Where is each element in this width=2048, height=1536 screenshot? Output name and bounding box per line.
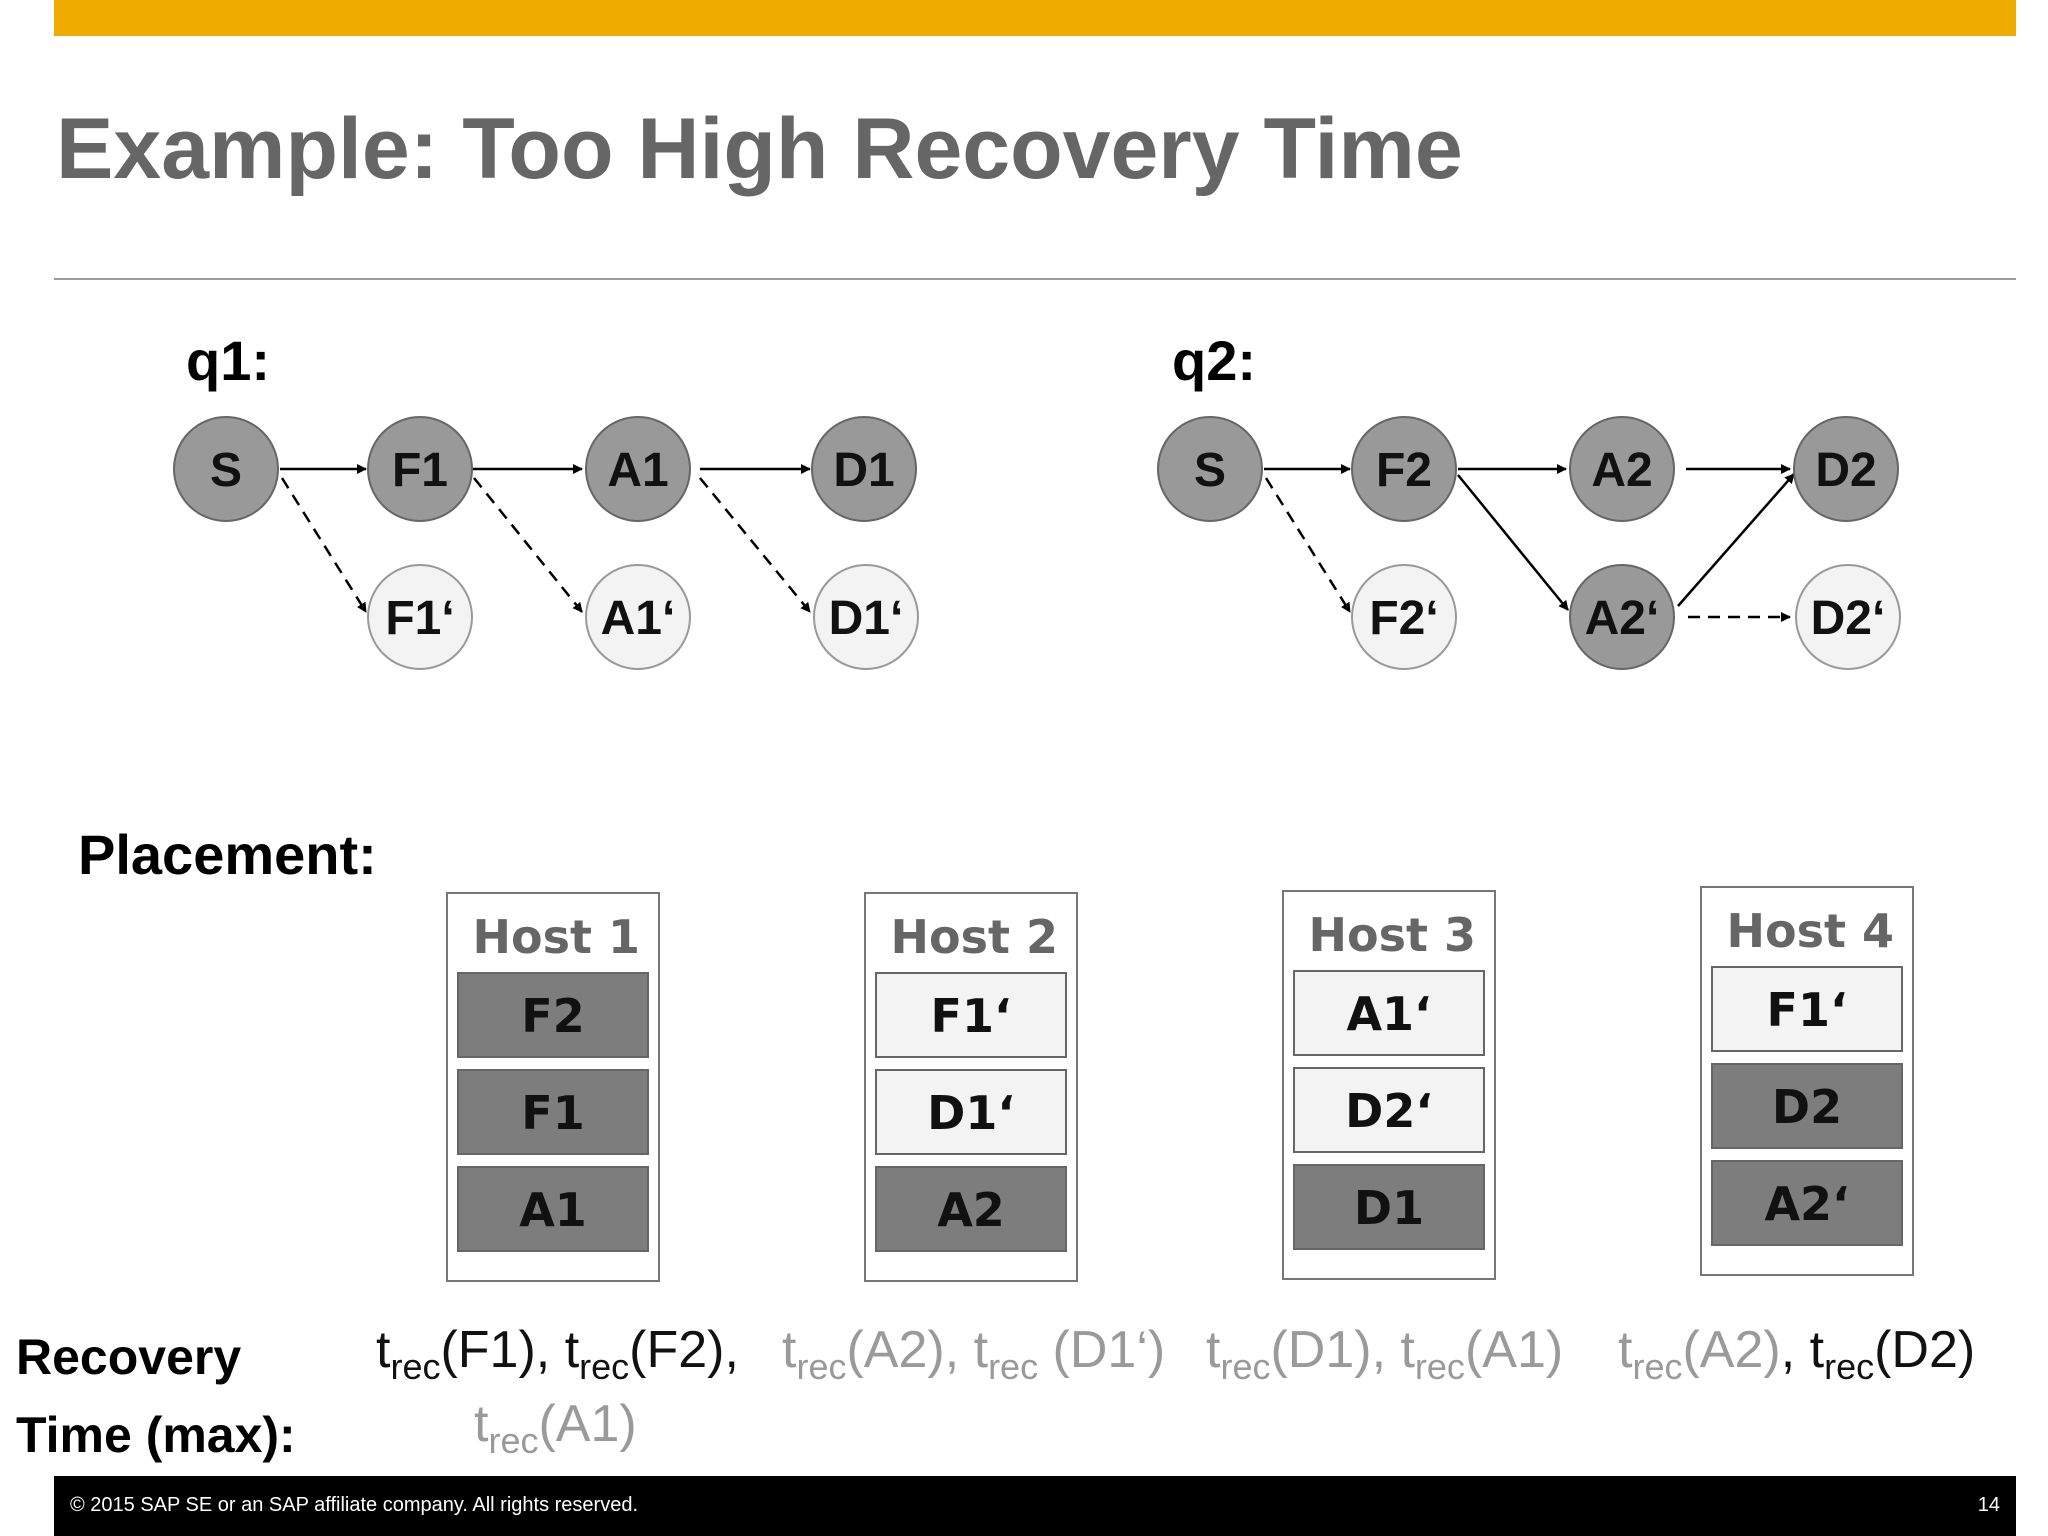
q1-edge-f1-a1prime	[473, 477, 583, 613]
host-slot: D2	[1711, 1063, 1903, 1149]
recovery-host1-line2: trec(A1)	[474, 1395, 637, 1461]
host-3: Host 3 A1‘ D2‘ D1	[1282, 890, 1496, 1280]
footer-bar: © 2015 SAP SE or an SAP affiliate compan…	[54, 1476, 2016, 1536]
host-title: Host 3	[1308, 908, 1477, 962]
q2-node-d2-label: D2	[1815, 444, 1876, 497]
host-slot: F1	[457, 1069, 649, 1155]
host-2: Host 2 F1‘ D1‘ A2	[864, 892, 1078, 1282]
recovery-host1-line1: trec(F1), trec(F2),	[376, 1321, 739, 1387]
recovery-host4: trec(A2), trec(D2)	[1618, 1321, 1976, 1387]
accent-bar	[54, 0, 2016, 36]
q2-node-f2	[1351, 416, 1457, 522]
host-title: Host 4	[1726, 904, 1895, 958]
q2-node-a2	[1569, 416, 1675, 522]
q2-node-f2prime	[1351, 564, 1457, 670]
host-slot: A2‘	[1711, 1160, 1903, 1246]
q1-node-f1prime	[367, 564, 473, 670]
host-slot: D1	[1293, 1164, 1485, 1250]
host-slot: A1‘	[1293, 970, 1485, 1056]
slide-title: Example: Too High Recovery Time	[56, 101, 1463, 197]
q2-label: q2:	[1172, 329, 1256, 392]
host-4: Host 4 F1‘ D2 A2‘	[1700, 886, 1914, 1276]
q1-node-d1	[811, 416, 917, 522]
q1-node-a1prime-label: A1‘	[601, 592, 676, 645]
q1-node-d1-label: D1	[833, 444, 894, 497]
title-divider	[54, 278, 2016, 280]
q1-edge-a1-d1prime	[699, 477, 811, 613]
q1-node-s	[173, 416, 279, 522]
q2-edge-f2-a2prime	[1457, 474, 1569, 611]
recovery-label-line2: Time (max):	[16, 1407, 296, 1463]
host-slot: F1‘	[875, 972, 1067, 1058]
host-slot: D1‘	[875, 1069, 1067, 1155]
q1-node-f1-label: F1	[392, 444, 448, 497]
host-slot: D2‘	[1293, 1067, 1485, 1153]
q2-node-d2	[1793, 416, 1899, 522]
recovery-time-label: Recovery Time (max):	[16, 1318, 296, 1474]
q2-node-a2-label: A2	[1591, 444, 1652, 497]
recovery-host2: trec(A2), trec (D1‘)	[782, 1321, 1166, 1387]
host-title: Host 2	[890, 910, 1059, 964]
q2-node-f2-label: F2	[1376, 444, 1432, 497]
q1-node-a1prime	[585, 564, 691, 670]
query-graphs: q1: S F1 A1 D1 F1‘ A1‘ D1‘ q2: S F2 A2 D…	[173, 329, 1901, 670]
placement-label: Placement:	[78, 823, 377, 886]
recovery-host3: trec(D1), trec(A1)	[1206, 1321, 1564, 1387]
q1-label: q1:	[186, 329, 270, 392]
q2-node-a2prime-label: A2‘	[1585, 592, 1660, 645]
q2-node-s-label: S	[1194, 444, 1226, 497]
q2-node-f2prime-label: F2‘	[1369, 592, 1438, 645]
host-slot: A2	[875, 1166, 1067, 1252]
q2-node-d2prime-label: D2‘	[1811, 592, 1886, 645]
q1-edge-s-f1prime	[280, 477, 368, 613]
q1-node-f1	[367, 416, 473, 522]
host-title: Host 1	[472, 910, 641, 964]
q1-node-a1-label: A1	[607, 444, 668, 497]
q2-node-s	[1157, 416, 1263, 522]
q2-node-a2prime	[1569, 564, 1675, 670]
q1-node-d1prime	[813, 564, 919, 670]
host-slot: F1‘	[1711, 966, 1903, 1052]
host-1: Host 1 F2 F1 A1	[446, 892, 660, 1282]
q2-edge-s-f2prime	[1264, 477, 1352, 613]
q2-edge-a2prime-d2	[1677, 473, 1795, 607]
host-slot: F2	[457, 972, 649, 1058]
host-slot: A1	[457, 1166, 649, 1252]
q1-node-f1prime-label: F1‘	[385, 592, 454, 645]
copyright-text: © 2015 SAP SE or an SAP affiliate compan…	[70, 1494, 639, 1516]
q1-node-d1prime-label: D1‘	[829, 592, 904, 645]
q1-node-a1	[585, 416, 691, 522]
q2-node-d2prime	[1795, 564, 1901, 670]
q1-node-s-label: S	[210, 444, 242, 497]
page-number: 14	[1977, 1494, 2000, 1516]
recovery-label-line1: Recovery	[16, 1329, 242, 1385]
